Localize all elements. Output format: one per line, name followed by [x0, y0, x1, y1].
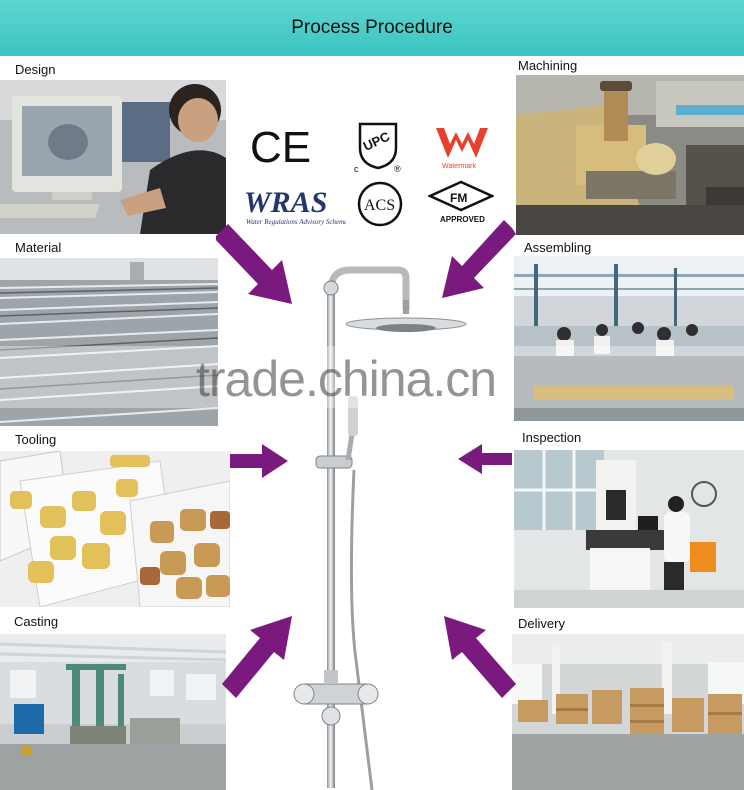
tooling-photo: [0, 451, 230, 607]
arrow-icon: [440, 610, 516, 698]
watermark-logo-icon: Watermark: [432, 122, 492, 172]
arrow-icon: [456, 442, 514, 476]
ce-mark-icon: CE: [246, 120, 310, 172]
wras-text: WRAS: [244, 186, 327, 219]
inspection-photo: [514, 450, 744, 608]
machining-photo: [516, 75, 744, 235]
step-label-material: Material: [15, 240, 62, 255]
acs-logo-icon: ACS: [356, 180, 404, 228]
header-banner: [0, 0, 744, 56]
arrow-icon: [214, 222, 300, 312]
wras-logo-icon: WRAS Water Regulations Advisory Scheme: [244, 184, 346, 228]
shower-set-icon: [290, 260, 470, 790]
step-label-design: Design: [15, 62, 56, 77]
arrow-icon: [222, 612, 296, 698]
upc-r-text: ®: [394, 164, 401, 174]
fm-sub-text: APPROVED: [440, 215, 485, 224]
watermark-logo-text: Watermark: [442, 163, 476, 170]
watermark-band: [0, 346, 744, 408]
delivery-photo: [512, 634, 744, 790]
fm-approved-icon: FM APPROVED: [428, 180, 494, 226]
material-photo: [0, 258, 218, 426]
step-label-casting: Casting: [14, 614, 59, 629]
acs-text: ACS: [364, 197, 395, 214]
assembling-photo: [514, 256, 744, 421]
design-photo: [0, 80, 226, 234]
arrow-icon: [228, 442, 290, 480]
wras-sub-text: Water Regulations Advisory Scheme: [246, 218, 346, 226]
step-label-tooling: Tooling: [15, 432, 57, 447]
fm-text: FM: [450, 191, 467, 205]
step-label-delivery: Delivery: [518, 616, 565, 631]
step-label-inspection: Inspection: [522, 430, 582, 445]
step-label-machining: Machining: [518, 58, 578, 73]
upc-logo-icon: UPC c ®: [352, 118, 408, 174]
site-watermark: trade.china.cn: [196, 351, 497, 407]
page-title: Process Procedure: [291, 17, 453, 38]
upc-c-text: c: [354, 164, 359, 174]
casting-photo: [0, 634, 226, 790]
step-label-assembling: Assembling: [524, 240, 592, 255]
ce-mark-text: CE: [250, 123, 310, 172]
arrow-icon: [436, 218, 516, 304]
